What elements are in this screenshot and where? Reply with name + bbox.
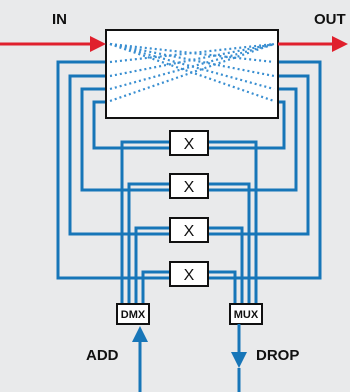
fiber-drop-4 [206, 270, 237, 306]
fiber-right-4 [206, 100, 286, 150]
fiber-add-1 [120, 140, 172, 306]
fiber-left-3 [80, 87, 172, 192]
fiber-left-1 [56, 60, 172, 280]
fiber-lines [56, 60, 322, 306]
switch-1: X [169, 130, 209, 156]
fiber-add-4 [141, 270, 172, 306]
switch-1-label: X [184, 136, 195, 153]
fiber-add-3 [134, 226, 172, 306]
drop-arrow [231, 324, 247, 392]
add-label: ADD [86, 347, 119, 364]
fiber-left-2 [68, 74, 172, 236]
switch-3: X [169, 217, 209, 243]
dmx-label: DMX [121, 309, 146, 321]
switch-2: X [169, 173, 209, 199]
dmx-box: DMX [116, 303, 150, 325]
fiber-drop-2 [206, 182, 251, 306]
switch-2-label: X [184, 179, 195, 196]
mux-box: MUX [229, 303, 263, 325]
fiber-right-3 [206, 87, 298, 192]
add-arrow [132, 326, 148, 392]
splitter-dotted-fanout [109, 42, 275, 103]
in-arrow [0, 36, 106, 52]
out-arrow [278, 36, 348, 52]
fiber-drop-1 [206, 140, 258, 306]
in-label: IN [52, 11, 67, 28]
fiber-right-1 [206, 60, 322, 280]
switch-4-label: X [184, 267, 195, 284]
switch-4: X [169, 261, 209, 287]
fiber-add-2 [127, 182, 172, 306]
fiber-drop-3 [206, 226, 244, 306]
switch-3-label: X [184, 223, 195, 240]
splitter-box [105, 29, 279, 119]
drop-label: DROP [256, 347, 299, 364]
out-label: OUT [314, 11, 346, 28]
mux-label: MUX [234, 309, 259, 321]
fiber-left-4 [92, 100, 172, 150]
fiber-right-2 [206, 74, 310, 236]
